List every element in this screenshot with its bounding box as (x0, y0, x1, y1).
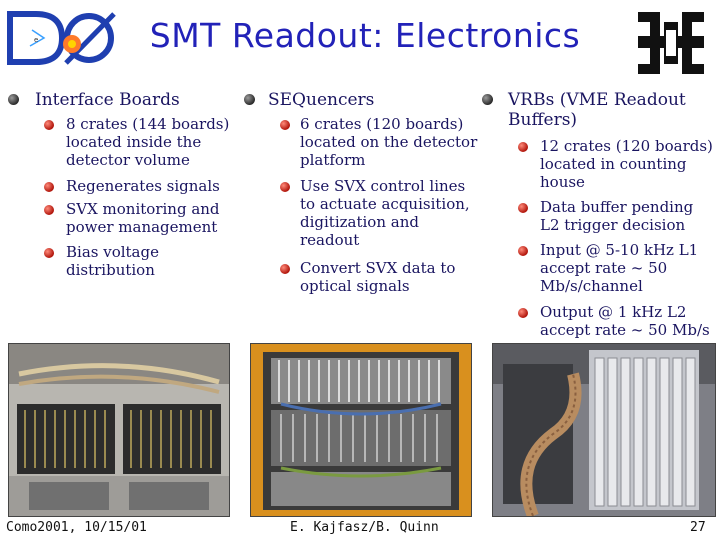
bullet-icon (482, 94, 493, 105)
bullet-icon (280, 182, 290, 192)
bullet-icon (518, 142, 528, 152)
list-item: 6 crates (120 boards) located on the det… (300, 115, 478, 169)
list-item: Regenerates signals (66, 177, 220, 195)
list-item: Output @ 1 kHz L2 accept rate ~ 50 Mb/s (540, 303, 710, 339)
bullet-icon (518, 203, 528, 213)
bullet-icon (44, 205, 54, 215)
list-item: 8 crates (144 boards) located inside the… (66, 115, 230, 169)
vrb-crates-photo (492, 343, 716, 517)
column-heading-vrbs: VRBs (VME Readout Buffers) (508, 90, 686, 130)
fermilab-logo (638, 12, 704, 74)
bullet-icon (44, 120, 54, 130)
list-item: Bias voltage distribution (66, 243, 159, 279)
list-item: Convert SVX data to optical signals (300, 259, 456, 295)
slide-title: SMT Readout: Electronics (149, 16, 581, 55)
svg-text:e: e (34, 36, 38, 44)
sequencer-crates-photo (250, 343, 472, 517)
bullet-icon (244, 94, 255, 105)
footer-authors: E. Kajfasz/B. Quinn (290, 520, 439, 535)
list-item: SVX monitoring and power management (66, 200, 220, 236)
d0-logo: e (7, 11, 116, 65)
page-number: 27 (690, 520, 706, 535)
list-item: Input @ 5-10 kHz L1 accept rate ~ 50 Mb/… (540, 241, 699, 295)
list-item: Use SVX control lines to actuate acquisi… (300, 177, 470, 249)
column-heading-interface-boards: Interface Boards (35, 90, 180, 110)
footer-date: Como2001, 10/15/01 (6, 520, 147, 535)
bullet-icon (44, 182, 54, 192)
bullet-icon (280, 120, 290, 130)
bullet-icon (518, 308, 528, 318)
bullet-icon (44, 248, 54, 258)
bullet-icon (8, 94, 19, 105)
column-heading-sequencers: SEQuencers (268, 90, 375, 110)
list-item: Data buffer pending L2 trigger decision (540, 198, 694, 234)
list-item: 12 crates (120 boards) located in counti… (540, 137, 713, 191)
bullet-icon (280, 264, 290, 274)
bullet-icon (518, 246, 528, 256)
interface-boards-photo (8, 343, 230, 517)
